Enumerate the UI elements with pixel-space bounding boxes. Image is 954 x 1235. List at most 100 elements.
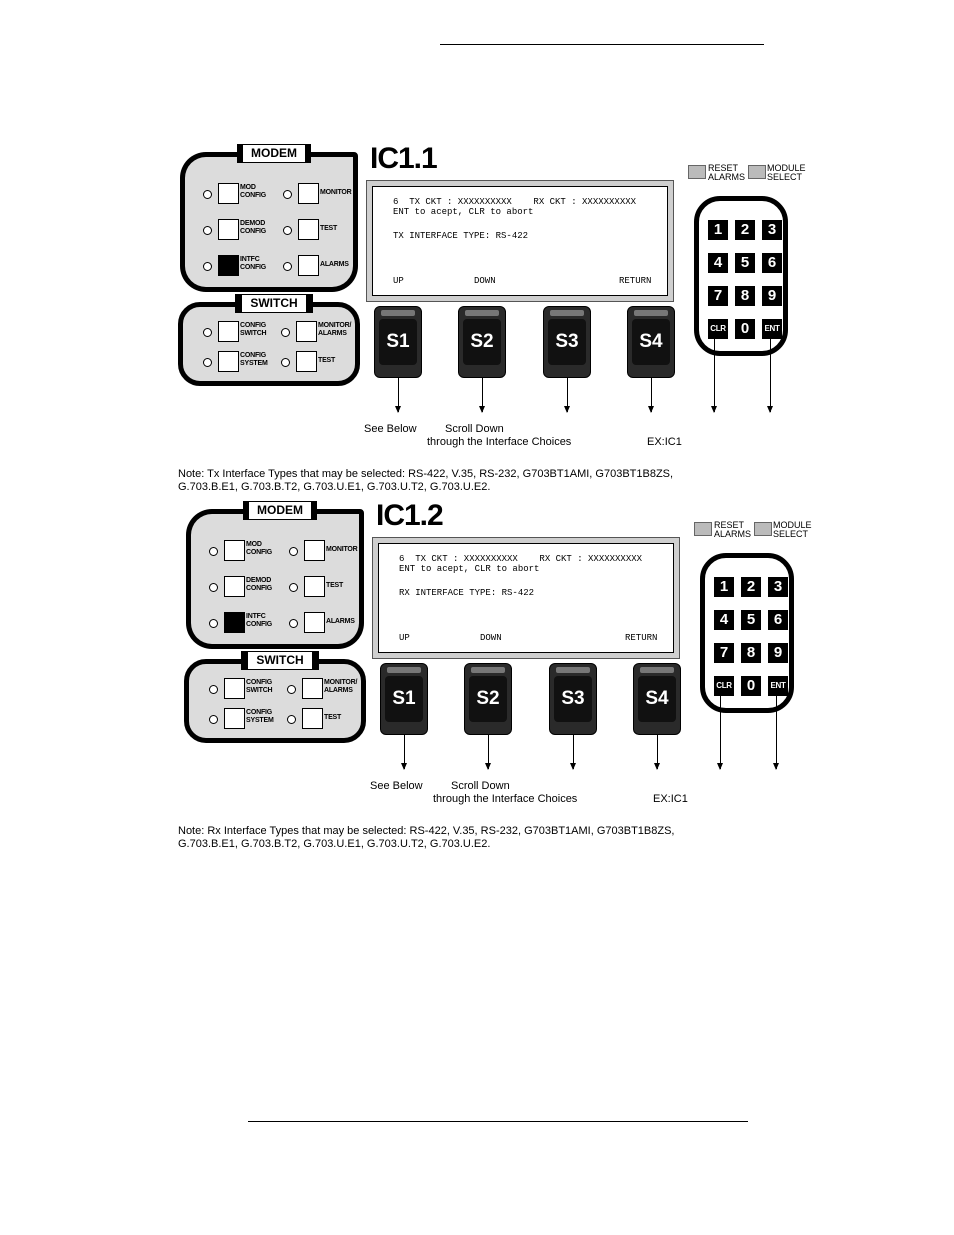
modem-key-6[interactable] — [304, 612, 325, 633]
keypad-key-7[interactable]: 7 — [714, 643, 734, 663]
module-select-indicator[interactable] — [748, 165, 766, 179]
soft-button-s2[interactable]: S2 — [458, 306, 506, 378]
keypad-key-9[interactable]: 9 — [762, 286, 782, 306]
keypad-key-2[interactable]: 2 — [741, 577, 761, 597]
keypad-key-4[interactable]: 4 — [714, 610, 734, 630]
arrow-down-icon — [401, 735, 407, 770]
soft-button-s3[interactable]: S3 — [549, 663, 597, 735]
keypad-key-clr[interactable]: CLR — [708, 319, 728, 339]
status-led — [281, 328, 290, 337]
switch-key-2[interactable] — [296, 321, 317, 342]
modem-key-5[interactable] — [224, 612, 245, 633]
soft-button-s1[interactable]: S1 — [380, 663, 428, 735]
switch-key-3[interactable] — [218, 351, 239, 372]
switch-key-1[interactable] — [224, 678, 245, 699]
arrow-down-icon — [648, 378, 654, 413]
reset-alarms-indicator[interactable] — [694, 522, 712, 536]
key-label-line1: INTFC — [240, 256, 260, 263]
button-ridge — [556, 667, 590, 673]
module-select-indicator[interactable] — [754, 522, 772, 536]
keypad-key-1[interactable]: 1 — [708, 220, 728, 240]
switch-key-2[interactable] — [302, 678, 323, 699]
keypad-key-ent[interactable]: ENT — [768, 676, 788, 696]
keypad-key-0[interactable]: 0 — [741, 676, 761, 696]
soft-button-label: S1 — [379, 319, 417, 365]
modem-key-3[interactable] — [218, 219, 239, 240]
keypad-key-1[interactable]: 1 — [714, 577, 734, 597]
keypad-key-5[interactable]: 5 — [735, 253, 755, 273]
key-label-line1: TEST — [318, 357, 336, 364]
keypad-key-3[interactable]: 3 — [768, 577, 788, 597]
keypad-key-8[interactable]: 8 — [741, 643, 761, 663]
switch-key-3[interactable] — [224, 708, 245, 729]
modem-key-5[interactable] — [218, 255, 239, 276]
keypad-key-6[interactable]: 6 — [768, 610, 788, 630]
key-label-line1: INTFC — [246, 613, 266, 620]
note-line-1: Note: Tx Interface Types that may be sel… — [178, 468, 674, 480]
switch-title-text: SWITCH — [242, 295, 306, 312]
soft-label-return: RETURN — [619, 276, 652, 286]
switch-key-1[interactable] — [218, 321, 239, 342]
keypad-key-4[interactable]: 4 — [708, 253, 728, 273]
switch-group-title: SWITCH — [235, 294, 313, 313]
keypad-key-9[interactable]: 9 — [768, 643, 788, 663]
lcd-screen: 6 TX CKT : XXXXXXXXXX RX CKT : XXXXXXXXX… — [372, 186, 668, 296]
keypad-key-7[interactable]: 7 — [708, 286, 728, 306]
status-led — [283, 226, 292, 235]
modem-key-4[interactable] — [304, 576, 325, 597]
modem-key-label: ALARMS — [326, 618, 355, 626]
note-line-2: G.703.B.E1, G.703.B.T2, G.703.U.E1, G.70… — [178, 481, 491, 493]
key-label-line1: DEMOD — [240, 220, 266, 227]
soft-button-s1[interactable]: S1 — [374, 306, 422, 378]
module-label-line1: MODULE — [773, 520, 812, 530]
arrow-down-icon — [717, 691, 723, 770]
footer-rule — [248, 1121, 748, 1122]
soft-button-s3[interactable]: S3 — [543, 306, 591, 378]
modem-key-2[interactable] — [298, 183, 319, 204]
soft-button-s4[interactable]: S4 — [633, 663, 681, 735]
arrow-down-icon — [479, 378, 485, 413]
modem-key-4[interactable] — [298, 219, 319, 240]
button-ridge — [471, 667, 505, 673]
key-label-line1: CONFIG — [246, 709, 273, 716]
modem-key-1[interactable] — [224, 540, 245, 561]
switch-key-label: MONITOR/ALARMS — [324, 679, 357, 695]
modem-key-3[interactable] — [224, 576, 245, 597]
reset-alarms-indicator[interactable] — [688, 165, 706, 179]
caption-example: EX:IC1 — [653, 793, 688, 805]
key-label-line1: CONFIG — [240, 322, 267, 329]
switch-key-4[interactable] — [296, 351, 317, 372]
soft-button-s4[interactable]: S4 — [627, 306, 675, 378]
keypad-key-0[interactable]: 0 — [735, 319, 755, 339]
switch-key-4[interactable] — [302, 708, 323, 729]
keypad-key-6[interactable]: 6 — [762, 253, 782, 273]
modem-key-6[interactable] — [298, 255, 319, 276]
modem-key-1[interactable] — [218, 183, 239, 204]
module-label-line2: SELECT — [767, 172, 803, 182]
modem-key-2[interactable] — [304, 540, 325, 561]
keypad-key-3[interactable]: 3 — [762, 220, 782, 240]
keypad-key-2[interactable]: 2 — [735, 220, 755, 240]
lcd-line-1: 6 TX CKT : XXXXXXXXXX RX CKT : XXXXXXXXX… — [399, 554, 643, 564]
keypad-key-clr[interactable]: CLR — [714, 676, 734, 696]
soft-button-s2[interactable]: S2 — [464, 663, 512, 735]
keypad-key-5[interactable]: 5 — [741, 610, 761, 630]
keypad-key-8[interactable]: 8 — [735, 286, 755, 306]
button-ridge — [634, 310, 668, 316]
caption-through-choices: through the Interface Choices — [433, 793, 578, 805]
button-ridge — [387, 667, 421, 673]
caption-through-choices: through the Interface Choices — [427, 436, 572, 448]
keypad-key-ent[interactable]: ENT — [762, 319, 782, 339]
modem-group-title: MODEM — [237, 144, 311, 163]
key-label-line2: SWITCH — [240, 330, 267, 337]
soft-label-up: UP — [399, 633, 410, 643]
key-label-line1: MONITOR/ — [324, 679, 358, 686]
